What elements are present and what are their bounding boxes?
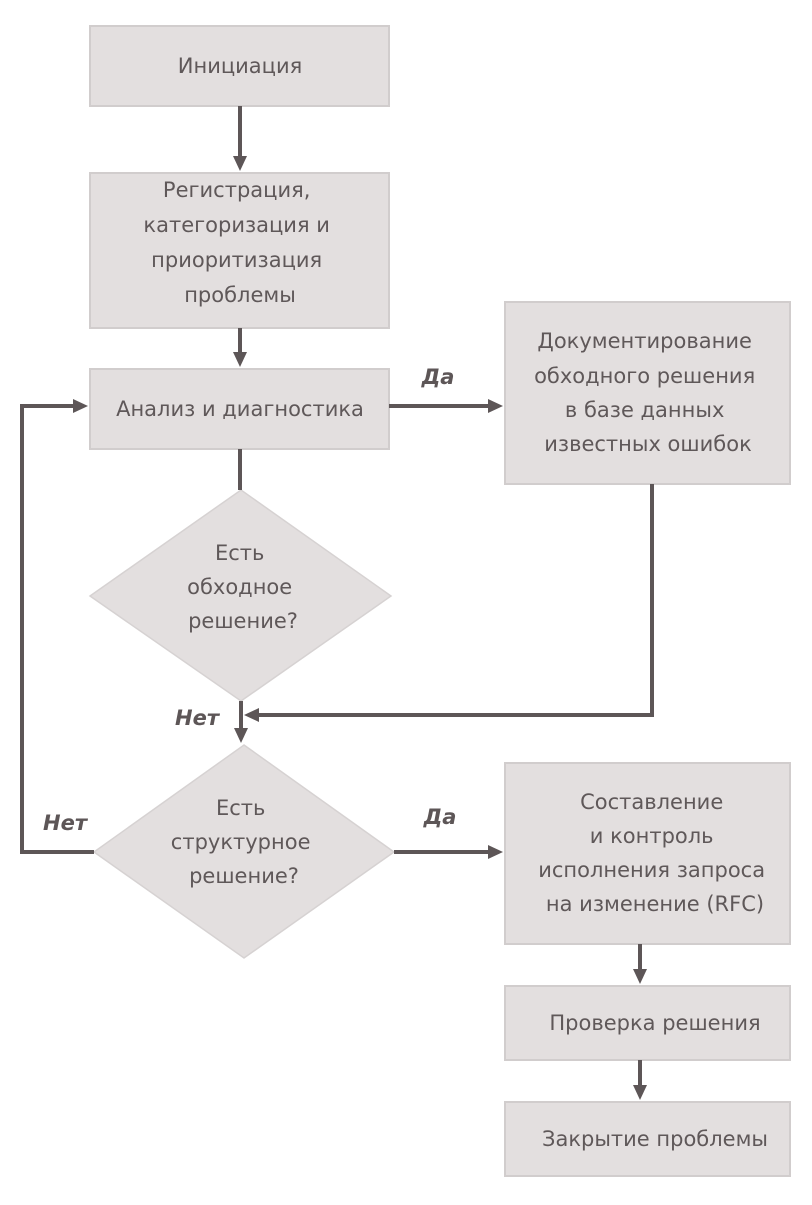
arrowhead	[633, 969, 647, 984]
documentation-label: Документирование обходного решения в баз…	[534, 329, 762, 456]
node-analysis	[89, 368, 390, 450]
no-structural-label: Нет	[43, 811, 89, 835]
analysis-label: Анализ и диагностика	[116, 397, 364, 421]
arrowhead	[233, 156, 247, 171]
node-structural-question	[92, 744, 396, 959]
node-rfc	[504, 762, 791, 945]
node-documentation	[504, 301, 791, 485]
registration-label: Регистрация, категоризация и приоритизац…	[143, 178, 336, 307]
verification-label: Проверка решения	[549, 1011, 760, 1035]
arrowhead	[244, 708, 259, 722]
node-verification	[504, 985, 791, 1061]
edge-documentation-merge	[258, 484, 654, 717]
yes-structural-label: Да	[423, 805, 457, 829]
node-initiation	[89, 25, 390, 107]
arrowhead	[234, 728, 248, 743]
rfc-label: Составление и контроль исполнения запрос…	[538, 790, 772, 916]
node-closure	[504, 1101, 791, 1177]
arrowhead	[73, 399, 88, 413]
edge-structural-loop-back	[20, 404, 94, 854]
arrowhead	[233, 352, 247, 367]
arrowhead	[488, 399, 503, 413]
initiation-label: Инициация	[178, 54, 302, 78]
node-registration	[89, 172, 390, 329]
no-workaround-label: Нет	[175, 706, 221, 730]
workaround-question-label: Есть обходное решение?	[187, 541, 299, 633]
yes-workaround-label: Да	[421, 365, 455, 389]
structural-question-label: Есть структурное решение?	[171, 796, 317, 888]
arrowhead	[488, 845, 503, 859]
arrowhead	[633, 1085, 647, 1100]
closure-label: Закрытие проблемы	[542, 1127, 768, 1151]
